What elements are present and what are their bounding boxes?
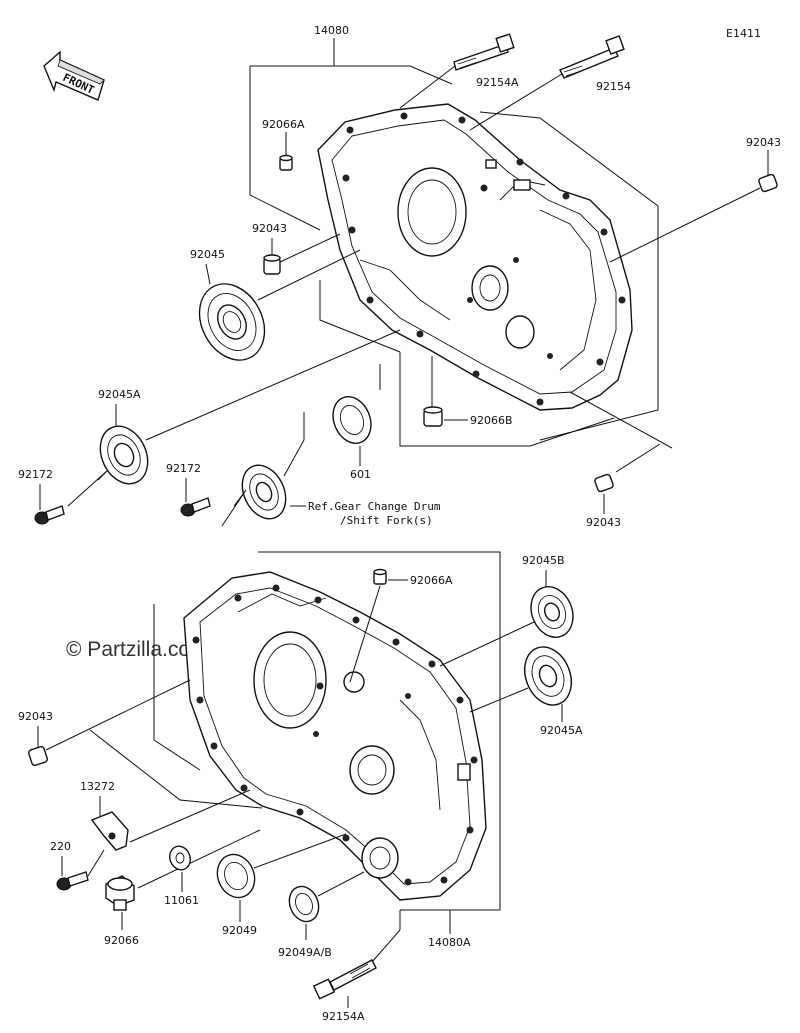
label-11061: 11061 [164,894,199,907]
leader-bearing-v [221,489,247,527]
seal-92049 [216,853,256,899]
bearing-92045A-right [524,646,572,706]
leader-92049AB-line [317,871,365,897]
label-92043-left: 92043 [18,710,53,723]
label-92045A-left: 92045A [98,388,141,401]
leader-92043-left-bracket [89,729,263,809]
leader-92043-tr-line [609,187,761,263]
leader-220-line [87,849,105,877]
dowel-92043-tr [758,173,778,193]
leader-92045-line [257,249,361,301]
label-92172-mid: 92172 [166,462,201,475]
diagram-code: E1411 [726,27,761,40]
label-92154A-top: 92154A [476,76,519,89]
front-arrow-icon: FRONT [43,50,105,101]
screw-92172-left [34,505,65,525]
label-13272: 13272 [80,780,115,793]
label-92066A-lower: 92066A [410,574,453,587]
leader-13272-line [129,789,251,843]
washer-11061 [169,845,191,871]
label-92049: 92049 [222,924,257,937]
label-92066A-top: 92066A [262,118,305,131]
label-92154A-bottom: 92154A [322,1010,365,1023]
reference-note-line2: /Shift Fork(s) [340,514,433,527]
label-92043-tr: 92043 [746,136,781,149]
label-601: 601 [350,468,371,481]
leader-92066A-lower-v [349,585,381,683]
leader-92043-left-line [45,679,191,751]
bolt-92154A-top [399,33,515,109]
dowel-92066A-top [279,154,293,171]
bearing-92045B [530,586,574,638]
label-92154-top: 92154 [596,80,631,93]
dowel-92066A-lower [373,568,387,585]
label-92045A-right: 92045A [540,724,583,737]
bearing-601 [332,396,372,444]
label-92045B: 92045B [522,554,565,567]
dowel-92043-left [27,745,49,767]
label-92049AB: 92049A/B [278,946,332,959]
bearing-92045A-left [99,425,149,485]
screw-220 [56,871,89,891]
leader-92049-line [253,833,347,869]
bearing-ref-gear-change-drum [241,464,287,520]
label-14080A: 14080A [428,936,471,949]
leader-92045 [205,263,211,285]
leader-92045A-right-line [469,687,529,713]
lower-crankcase-half [183,571,487,901]
leader-92172-left-v [67,469,109,507]
dowel-92043-mid [263,254,281,275]
leader-92045A-left-line [145,329,401,441]
label-92172-left: 92172 [18,468,53,481]
label-92045: 92045 [190,248,225,261]
plug-92066 [105,875,135,911]
upper-crankcase-half [317,103,633,411]
leader-92043-mid-line [279,233,341,263]
leader-92045B-line [439,621,535,667]
dowel-92066B [423,406,443,427]
seal-92049AB [288,885,320,923]
dowel-92043-r2 [594,473,614,493]
screw-92172-mid [180,497,211,517]
label-92043-mid: 92043 [252,222,287,235]
label-92066: 92066 [104,934,139,947]
leader-92043-r2-line [569,391,673,449]
leader-bearing-ref [283,439,305,477]
leader-92043-r2-line2 [615,443,661,473]
label-92066B: 92066B [470,414,513,427]
leader-92066-line [137,829,261,889]
label-92043-r2: 92043 [586,516,621,529]
reference-note-line1: Ref.Gear Change Drum [308,500,441,513]
bracket-13272 [90,811,129,851]
label-220: 220 [50,840,71,853]
bearing-92045 [198,283,266,361]
bolt-92154A-bottom [312,929,401,1000]
bolt-92154-top [469,35,625,131]
watermark: © Partzilla.com [66,638,208,661]
label-14080: 14080 [314,24,349,37]
